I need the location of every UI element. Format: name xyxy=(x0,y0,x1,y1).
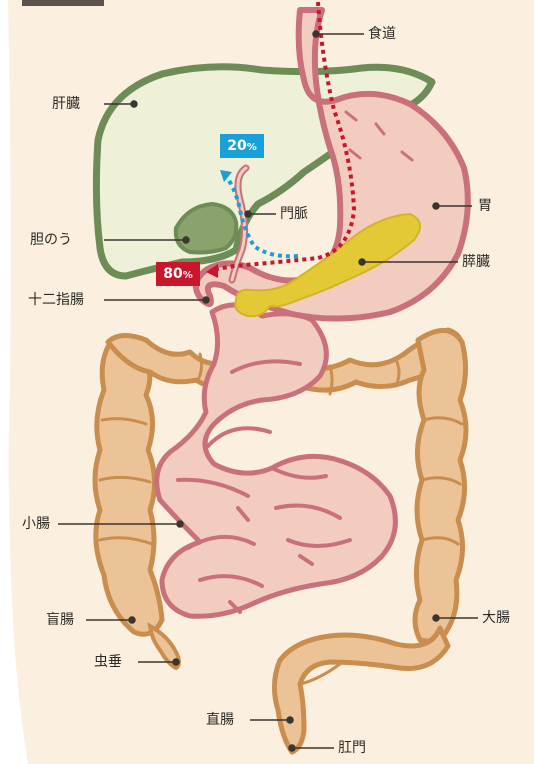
label-gallbladder: 胆のう xyxy=(30,232,72,248)
blue-percent-value: 20 xyxy=(227,138,246,154)
label-portal-vein: 門脈 xyxy=(280,206,308,222)
label-small-intestine: 小腸 xyxy=(22,516,50,532)
label-duodenum: 十二指腸 xyxy=(28,292,84,308)
label-pancreas: 膵臓 xyxy=(462,254,490,270)
red-percent-value: 80 xyxy=(163,266,182,282)
label-stomach: 胃 xyxy=(478,198,492,214)
blue-percent-badge: 20% xyxy=(220,134,264,158)
label-large-intestine: 大腸 xyxy=(482,610,510,626)
label-liver: 肝臓 xyxy=(52,96,80,112)
top-bar xyxy=(22,0,104,6)
label-esophagus: 食道 xyxy=(368,26,396,42)
label-appendix: 虫垂 xyxy=(94,654,122,670)
red-percent-unit: % xyxy=(183,270,193,281)
label-anus: 肛門 xyxy=(338,740,366,756)
red-percent-badge: 80% xyxy=(156,262,200,286)
label-rectum: 直腸 xyxy=(206,712,234,728)
blue-percent-unit: % xyxy=(247,142,257,153)
label-cecum: 盲腸 xyxy=(46,612,74,628)
